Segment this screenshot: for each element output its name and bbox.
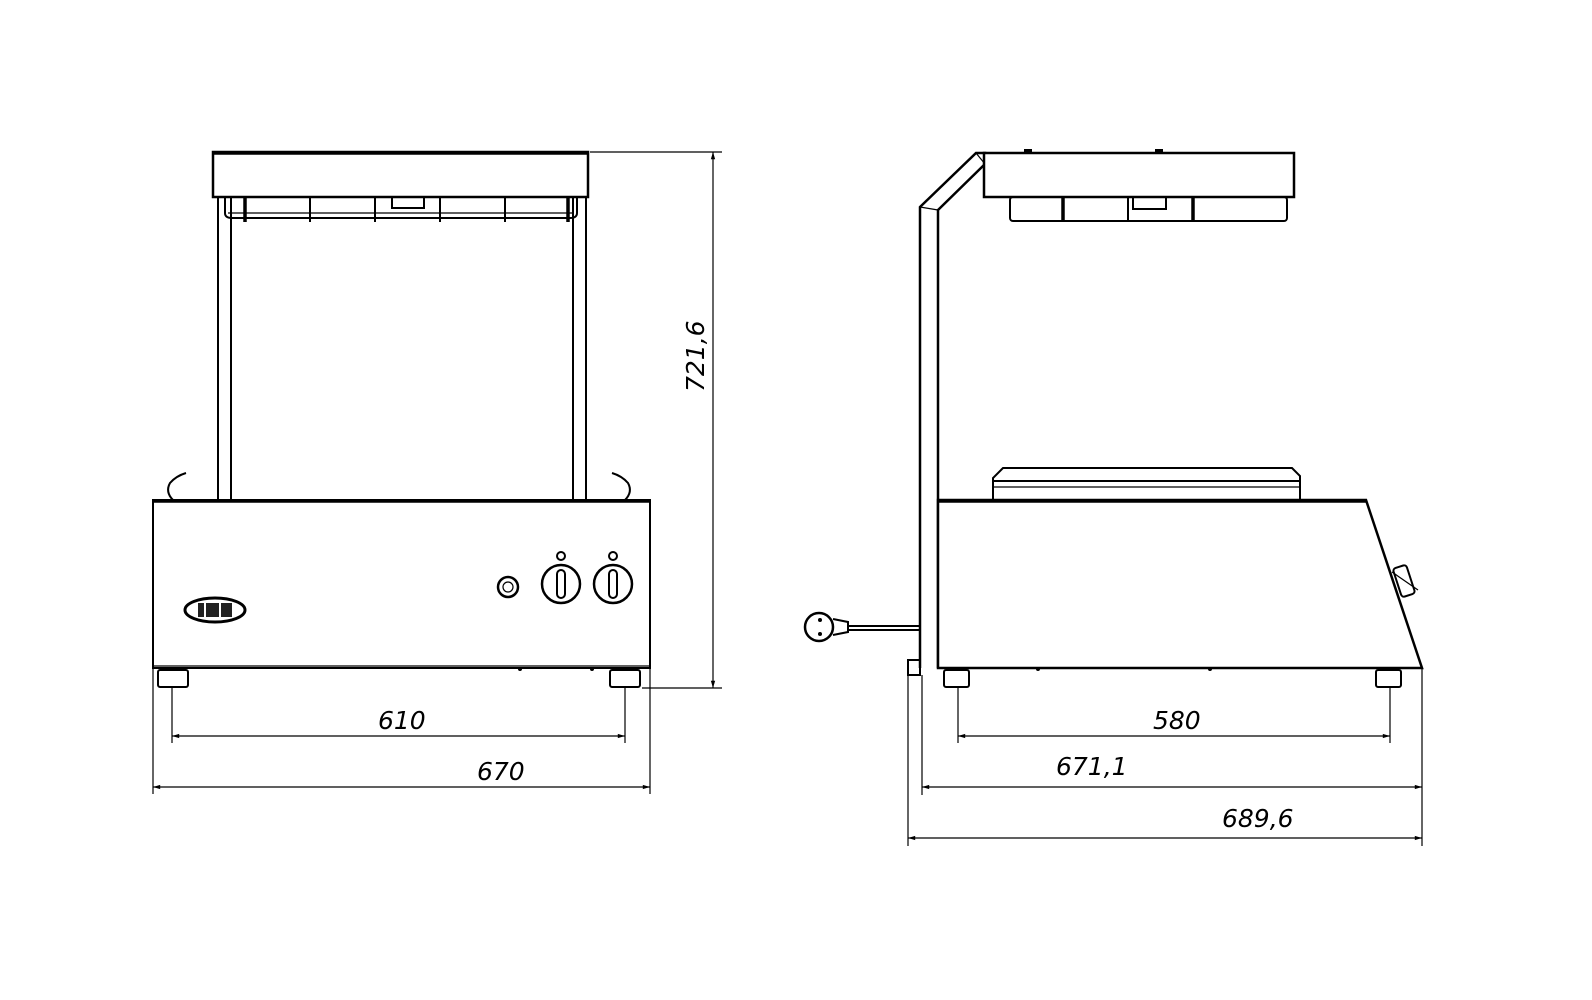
dimension-label-width: 670	[477, 757, 525, 786]
brand-logo	[183, 596, 247, 624]
dimension-front-feet-spacing: 610	[171, 688, 626, 743]
dimension-label-side-feet: 580	[1153, 706, 1201, 735]
dimension-height: 721,6	[590, 151, 722, 689]
dimension-front-width: 670	[152, 668, 651, 794]
front-view: 721,6 610 670	[152, 150, 722, 794]
dimension-label-total-depth: 689,6	[1222, 804, 1294, 833]
indicator-light-icon	[496, 575, 520, 599]
dimension-label-height: 721,6	[681, 320, 710, 392]
front-base-body	[152, 499, 651, 669]
side-lamp-head	[982, 149, 1296, 222]
power-cord-plug	[803, 611, 920, 643]
dimension-side-total-depth: 689,6	[907, 660, 1422, 846]
front-lamp-head	[211, 150, 590, 222]
side-view: 580 671,1 689,6	[803, 149, 1424, 846]
control-knob-2	[592, 551, 634, 605]
side-control-knob	[1391, 564, 1419, 598]
control-knob-1	[540, 551, 582, 605]
side-base-body	[936, 498, 1424, 671]
warming-tray	[992, 467, 1301, 499]
dimension-side-feet-spacing: 580	[957, 688, 1391, 743]
side-handles	[167, 472, 631, 501]
dimension-label-body-depth: 671,1	[1056, 752, 1128, 781]
dimension-side-body-depth: 671,1	[921, 668, 1423, 846]
front-support-posts	[217, 196, 587, 501]
dimension-label-front-feet: 610	[378, 706, 426, 735]
lamp-rail-pins	[243, 197, 570, 222]
front-feet	[157, 667, 641, 688]
